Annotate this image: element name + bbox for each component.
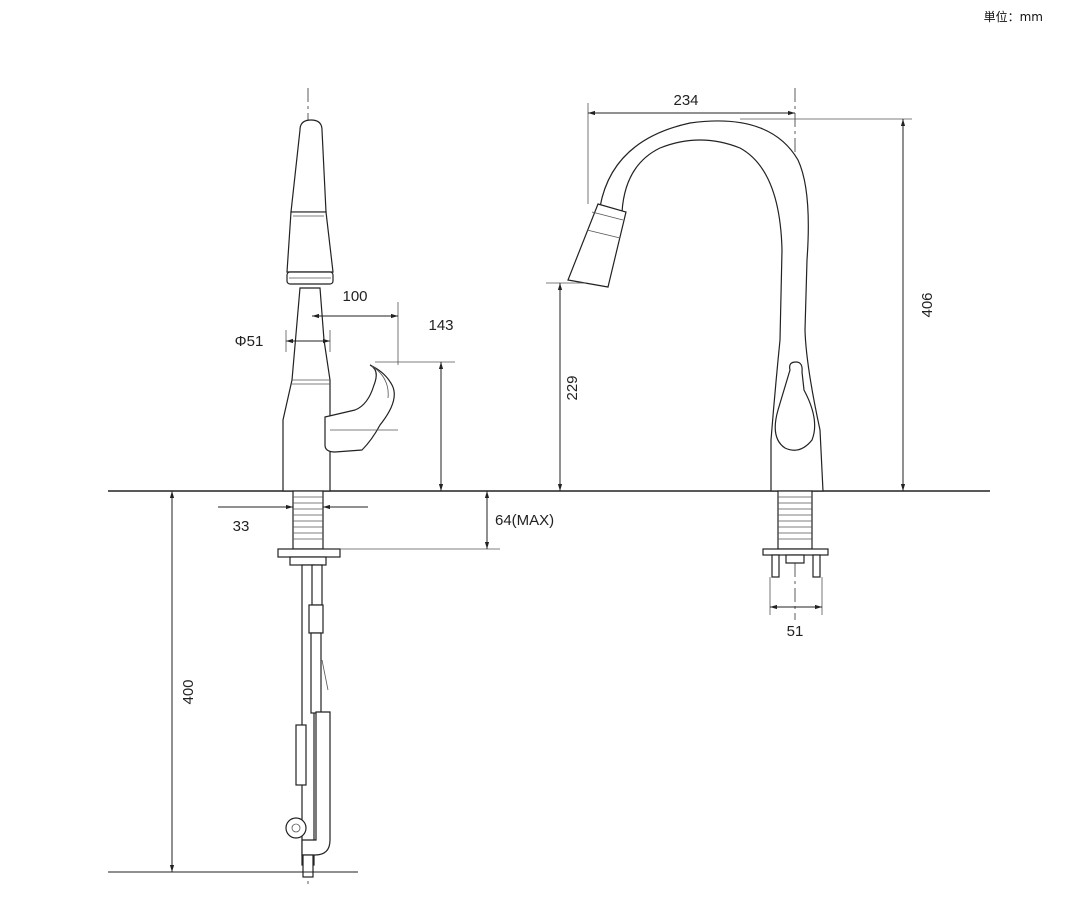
dim-spray-height: 229 xyxy=(564,375,581,400)
dim-shank-diameter: 33 xyxy=(233,518,250,535)
front-handle xyxy=(774,361,816,451)
hose-weight xyxy=(285,817,307,839)
spray-head-top xyxy=(290,119,327,213)
spray-head-bottom xyxy=(286,211,334,273)
dim-supply-length: 400 xyxy=(180,679,197,704)
dim-spout-reach: 100 xyxy=(342,288,367,305)
front-spray-head xyxy=(567,203,627,288)
front-shank xyxy=(777,490,813,550)
shank xyxy=(292,490,324,550)
mount-bolt-right xyxy=(812,554,821,578)
dim-handle-height: 143 xyxy=(428,317,453,334)
mounting-nut xyxy=(277,548,341,558)
supply-hoses xyxy=(285,564,331,878)
dim-base-width: 51 xyxy=(787,623,804,640)
side-view: 100 Φ51 143 33 64(MAX) 400 xyxy=(108,88,554,885)
front-shank-threads xyxy=(778,496,812,540)
unit-label: 単位：mm xyxy=(984,9,1043,24)
front-mount-bracket xyxy=(762,548,829,556)
front-view: 234 406 229 51 xyxy=(546,88,936,640)
faucet-body xyxy=(282,287,331,492)
dim-deck-thickness: 64(MAX) xyxy=(495,512,554,529)
dim-total-height: 406 xyxy=(919,292,936,317)
gooseneck-spout xyxy=(599,120,824,492)
mount-bolt-left xyxy=(771,554,780,578)
dim-gooseneck-reach: 234 xyxy=(673,92,698,109)
shank-threads xyxy=(293,496,323,540)
dim-base-diameter: Φ51 xyxy=(235,333,264,350)
